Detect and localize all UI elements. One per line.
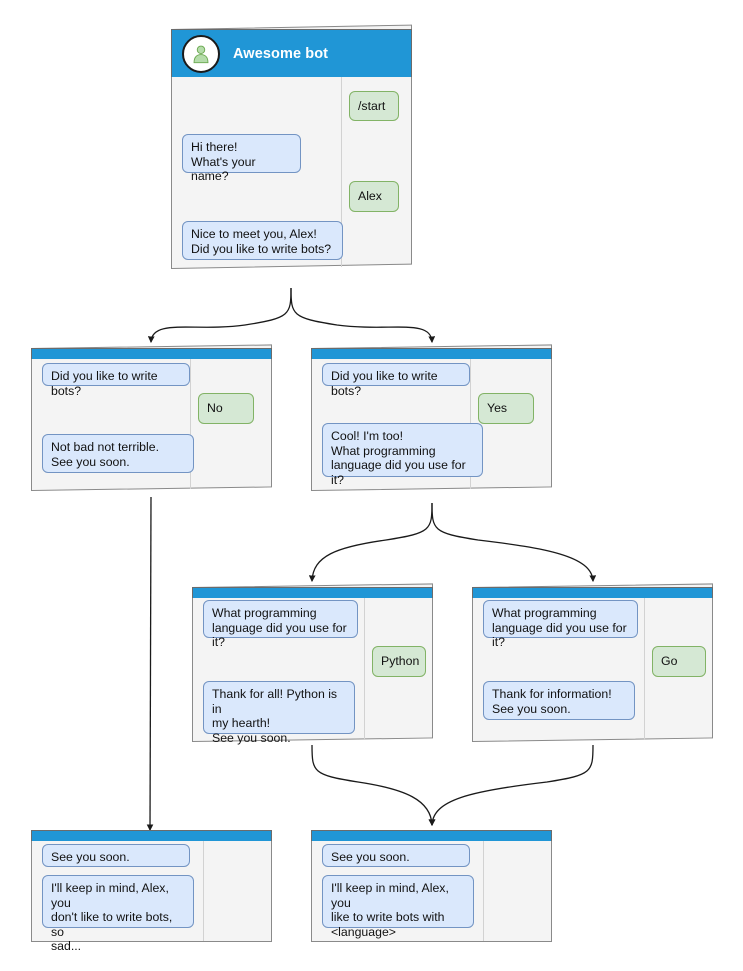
python-branch-card-messages: What programming language did you use fo… (192, 587, 433, 745)
message-bubble-bot: Did you like to write bots? (42, 363, 190, 398)
message-bubble-bot: Did you like to write bots? (322, 363, 470, 398)
message-bubble-bot: Not bad not terrible. See you soon. (42, 434, 194, 473)
message-bubble-bot: I'll keep in mind, Alex, you don't like … (42, 875, 194, 953)
message-bubble-user: Yes (478, 393, 534, 424)
no-branch-card-header (31, 348, 272, 359)
farewell-no-card-header (31, 830, 272, 841)
start-card-divider (341, 77, 342, 267)
start-card-header: Awesome bot (171, 29, 412, 77)
farewell-yes-card[interactable]: See you soon. I'll keep in mind, Alex, y… (311, 830, 552, 942)
python-branch-card-divider (364, 598, 365, 740)
message-bubble-bot: Hi there! What's your name? (182, 134, 301, 183)
yes-branch-card-messages: Did you like to write bots? Yes Cool! I'… (311, 348, 552, 491)
connector-start-to-no (147, 287, 292, 344)
yes-branch-card[interactable]: Did you like to write bots? Yes Cool! I'… (311, 344, 552, 491)
message-bubble-bot: Thank for all! Python is in my hearth! S… (203, 681, 355, 745)
message-bubble-bot: What programming language did you use fo… (203, 600, 358, 649)
python-branch-card-body: What programming language did you use fo… (192, 587, 433, 745)
connector-yes-to-go (431, 502, 597, 583)
user-avatar-icon (182, 34, 220, 73)
go-branch-card-header (472, 587, 713, 598)
farewell-no-card[interactable]: See you soon. I'll keep in mind, Alex, y… (31, 830, 272, 953)
message-bubble-user: Alex (349, 181, 399, 212)
message-bubble-bot: Thank for information! See you soon. (483, 681, 635, 720)
bot-title: Awesome bot (233, 45, 329, 62)
start-card-messages: /start Hi there! What's your name? Alex … (171, 29, 412, 269)
connector-yes-to-python (308, 502, 433, 583)
go-branch-card[interactable]: What programming language did you use fo… (472, 583, 713, 742)
farewell-yes-card-divider (483, 841, 484, 941)
no-branch-card-divider (190, 359, 191, 489)
farewell-no-card-divider (203, 841, 204, 941)
go-branch-card-divider (644, 598, 645, 740)
farewell-yes-card-messages: See you soon. I'll keep in mind, Alex, y… (311, 830, 552, 942)
python-branch-card-header (192, 587, 433, 598)
message-bubble-bot: See you soon. (42, 844, 190, 867)
message-bubble-bot: See you soon. (322, 844, 470, 867)
connector-python-to-farewell-yes (311, 744, 436, 827)
start-card-body: Awesome bot /start Hi there! What's your… (171, 29, 412, 269)
message-bubble-bot: I'll keep in mind, Alex, you like to wri… (322, 875, 474, 939)
go-branch-card-body: What programming language did you use fo… (472, 587, 713, 742)
message-bubble-user: Python (372, 646, 426, 677)
python-branch-card[interactable]: What programming language did you use fo… (192, 583, 433, 745)
connector-go-to-farewell-yes (428, 744, 594, 827)
no-branch-card[interactable]: Did you like to write bots? No Not bad n… (31, 344, 272, 491)
farewell-yes-card-header (311, 830, 552, 841)
connector-no-to-farewell-no (146, 496, 154, 832)
yes-branch-card-body: Did you like to write bots? Yes Cool! I'… (311, 348, 552, 491)
message-bubble-bot: Nice to meet you, Alex! Did you like to … (182, 221, 343, 260)
yes-branch-card-header (311, 348, 552, 359)
no-branch-card-body: Did you like to write bots? No Not bad n… (31, 348, 272, 491)
farewell-no-card-messages: See you soon. I'll keep in mind, Alex, y… (31, 830, 272, 953)
message-bubble-user: /start (349, 91, 399, 121)
message-bubble-bot: Cool! I'm too! What programming language… (322, 423, 483, 487)
farewell-no-card-body: See you soon. I'll keep in mind, Alex, y… (31, 830, 272, 953)
no-branch-card-messages: Did you like to write bots? No Not bad n… (31, 348, 272, 491)
message-bubble-bot: What programming language did you use fo… (483, 600, 638, 649)
connector-start-to-yes (290, 287, 436, 344)
message-bubble-user: Go (652, 646, 706, 677)
message-bubble-user: No (198, 393, 254, 424)
farewell-yes-card-body: See you soon. I'll keep in mind, Alex, y… (311, 830, 552, 942)
start-card[interactable]: Awesome bot /start Hi there! What's your… (171, 24, 412, 270)
go-branch-card-messages: What programming language did you use fo… (472, 587, 713, 742)
